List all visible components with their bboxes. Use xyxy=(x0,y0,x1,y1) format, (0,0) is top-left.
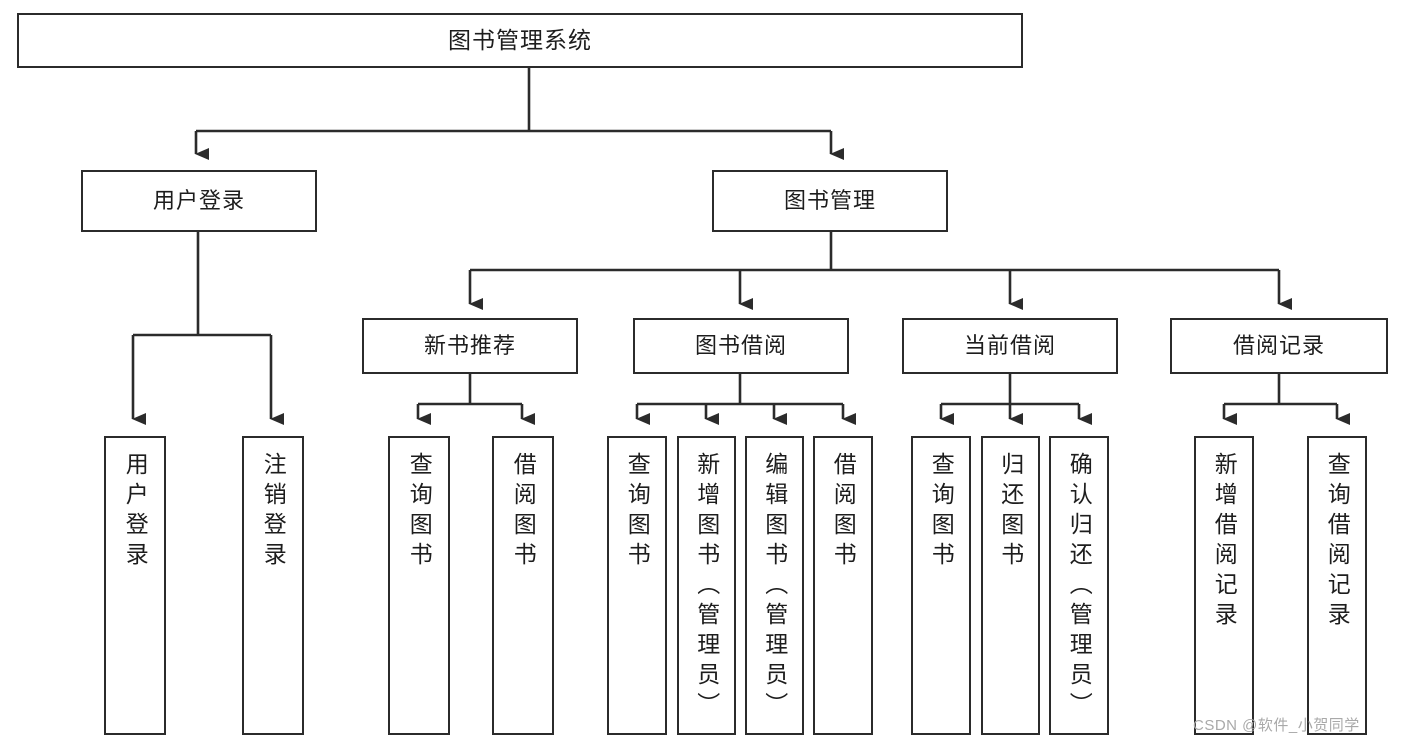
node-label: 图书管理系统 xyxy=(448,27,592,54)
node-label: 图书管理 xyxy=(783,188,876,214)
node-label: 借阅图书 xyxy=(830,452,857,572)
leaf-add-book[interactable]: 新增图书（管理员） xyxy=(677,436,736,735)
leaf-add-record[interactable]: 新增借阅记录 xyxy=(1194,436,1254,735)
leaf-query-book-1[interactable]: 查询图书 xyxy=(388,436,450,735)
node-label: 用户登录 xyxy=(152,188,245,214)
node-label: 图书借阅 xyxy=(694,333,787,359)
node-label: 当前借阅 xyxy=(963,333,1056,359)
node-label: 用户登录 xyxy=(122,452,149,572)
node-label: 查询借阅记录 xyxy=(1324,452,1351,632)
node-book-manage[interactable]: 图书管理 xyxy=(712,170,948,232)
node-new-book-rec[interactable]: 新书推荐 xyxy=(362,318,578,374)
leaf-query-book-3[interactable]: 查询图书 xyxy=(911,436,971,735)
leaf-return-book[interactable]: 归还图书 xyxy=(981,436,1040,735)
csdn-watermark: CSDN @软件_小贺同学 xyxy=(1193,717,1360,734)
node-label: 归还图书 xyxy=(997,452,1024,572)
node-label: 查询图书 xyxy=(624,452,651,572)
node-root-book-management-system[interactable]: 图书管理系统 xyxy=(17,13,1023,68)
node-label: 查询图书 xyxy=(406,452,433,572)
leaf-query-record[interactable]: 查询借阅记录 xyxy=(1307,436,1367,735)
leaf-borrow-book-2[interactable]: 借阅图书 xyxy=(813,436,873,735)
leaf-borrow-book-1[interactable]: 借阅图书 xyxy=(492,436,554,735)
node-label: 确认归还（管理员） xyxy=(1066,452,1093,722)
node-label: 借阅图书 xyxy=(510,452,537,572)
node-label: 新增借阅记录 xyxy=(1211,452,1238,632)
node-user-login[interactable]: 用户登录 xyxy=(81,170,317,232)
leaf-user-login[interactable]: 用户登录 xyxy=(104,436,166,735)
leaf-edit-book[interactable]: 编辑图书（管理员） xyxy=(745,436,804,735)
node-book-borrow[interactable]: 图书借阅 xyxy=(633,318,849,374)
node-label: 注销登录 xyxy=(260,452,287,572)
node-borrow-record[interactable]: 借阅记录 xyxy=(1170,318,1388,374)
node-label: 编辑图书（管理员） xyxy=(761,452,788,722)
node-label: 借阅记录 xyxy=(1232,333,1325,359)
leaf-confirm-return[interactable]: 确认归还（管理员） xyxy=(1049,436,1109,735)
node-label: 新书推荐 xyxy=(423,333,516,359)
node-current-borrow[interactable]: 当前借阅 xyxy=(902,318,1118,374)
leaf-query-book-2[interactable]: 查询图书 xyxy=(607,436,667,735)
node-label: 新增图书（管理员） xyxy=(693,452,720,722)
node-label: 查询图书 xyxy=(928,452,955,572)
leaf-user-logout[interactable]: 注销登录 xyxy=(242,436,304,735)
